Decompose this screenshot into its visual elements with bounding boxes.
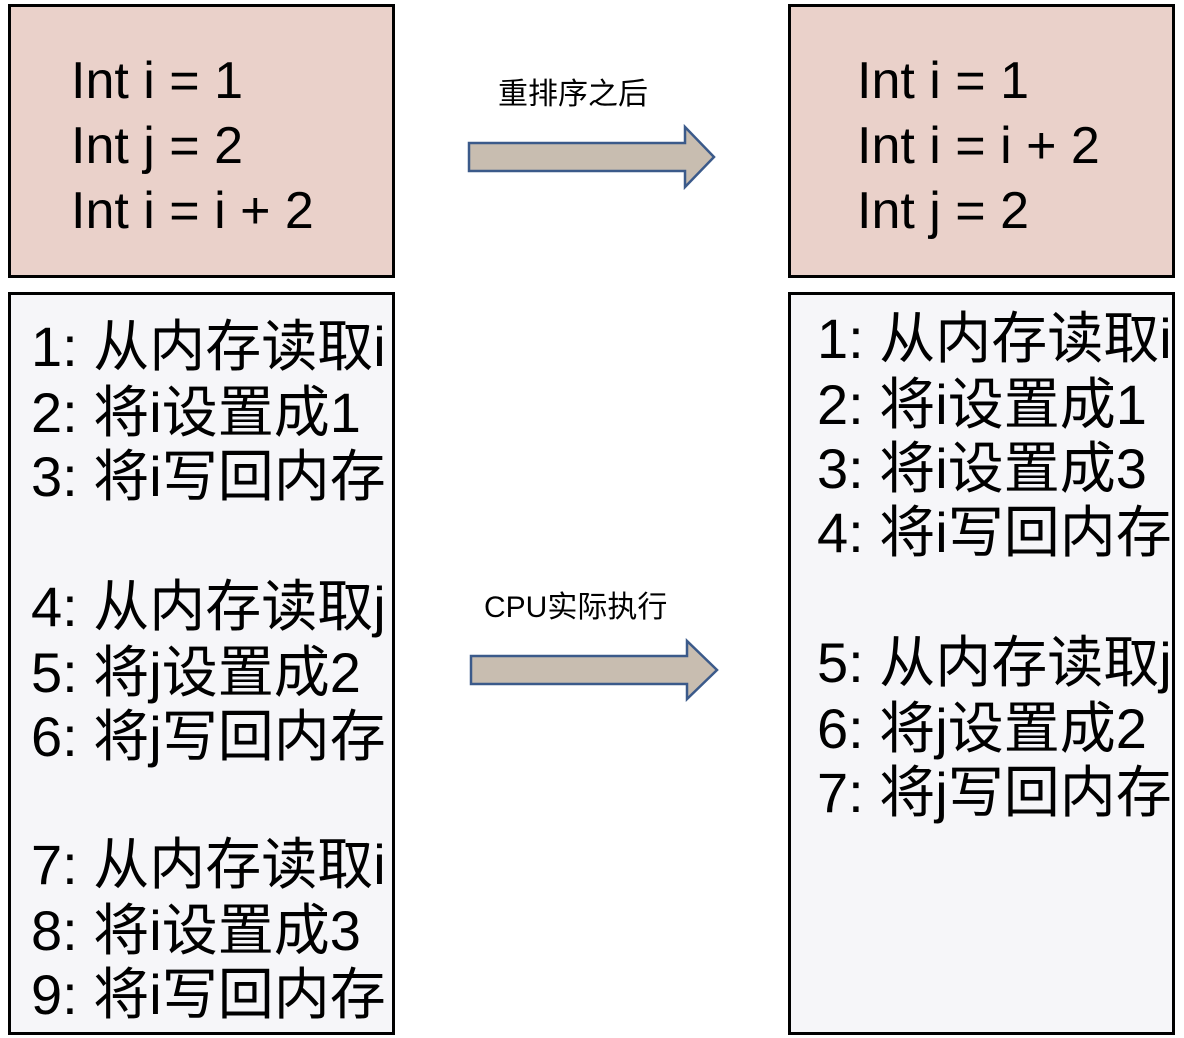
before-step-line: 7: 从内存读取i	[31, 833, 386, 896]
before-code-line: Int j = 2	[71, 117, 243, 175]
cpu-arrow-icon	[469, 638, 719, 702]
after-step-line: 7: 将j写回内存	[817, 761, 1172, 824]
before-step-line: 5: 将j设置成2	[31, 641, 361, 704]
before-code-line: Int i = i + 2	[71, 182, 314, 240]
before-step-line: 2: 将i设置成1	[31, 381, 361, 444]
after-step-line: 5: 从内存读取j	[817, 631, 1172, 694]
after-steps-box: 1: 从内存读取i 2: 将i设置成1 3: 将i设置成3 4: 将i写回内存 …	[788, 292, 1175, 1035]
before-steps-box: 1: 从内存读取i 2: 将i设置成1 3: 将i写回内存 4: 从内存读取j …	[8, 292, 395, 1035]
cpu-arrow-shape	[469, 638, 719, 702]
before-step-line: 8: 将i设置成3	[31, 899, 361, 962]
after-step-line: 2: 将i设置成1	[817, 373, 1147, 436]
after-step-line: 6: 将j设置成2	[817, 697, 1147, 760]
before-step-line: 4: 从内存读取j	[31, 575, 386, 638]
after-step-line: 1: 从内存读取i	[817, 307, 1172, 370]
reorder-arrow-icon	[467, 123, 716, 191]
before-code-line: Int i = 1	[71, 52, 243, 110]
before-code-box: Int i = 1 Int j = 2 Int i = i + 2	[8, 4, 395, 278]
after-step-line: 3: 将i设置成3	[817, 437, 1147, 500]
after-code-box: Int i = 1 Int i = i + 2 Int j = 2	[788, 4, 1175, 278]
after-code-line: Int j = 2	[857, 182, 1029, 240]
before-step-line: 1: 从内存读取i	[31, 315, 386, 378]
after-code-line: Int i = 1	[857, 52, 1029, 110]
after-step-line: 4: 将i写回内存	[817, 501, 1172, 564]
after-code-line: Int i = i + 2	[857, 117, 1100, 175]
before-step-line: 9: 将i写回内存	[31, 963, 386, 1026]
before-step-line: 3: 将i写回内存	[31, 445, 386, 508]
cpu-arrow-label: CPU实际执行	[484, 591, 668, 624]
before-step-line: 6: 将j写回内存	[31, 705, 386, 768]
reorder-arrow-label: 重排序之后	[498, 78, 648, 111]
reorder-arrow-shape	[467, 123, 716, 191]
